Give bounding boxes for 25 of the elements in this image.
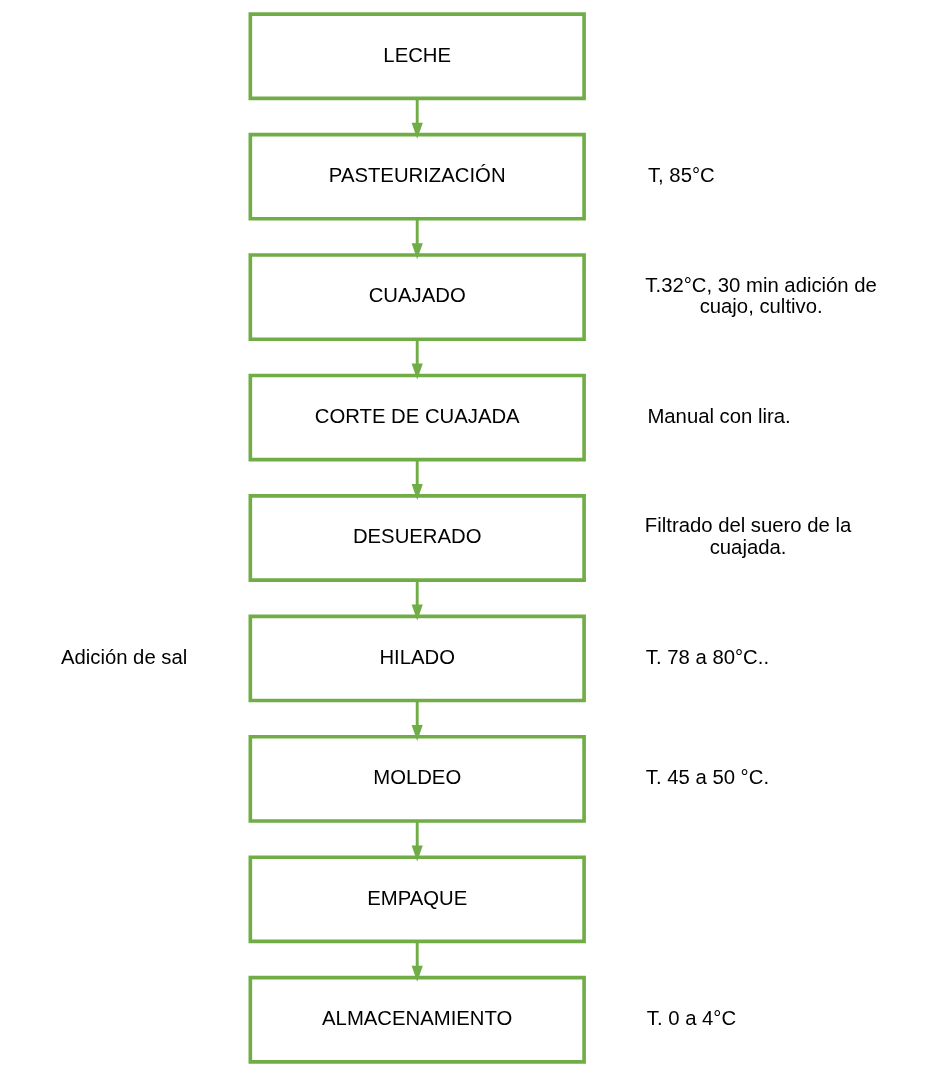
node-label: T.32°C, 30 min adición de cuajo, cultivo. <box>644 273 877 318</box>
node-label: T, 85°C <box>647 164 715 187</box>
arrow <box>411 460 423 501</box>
node-label: T. 45 a 50 °C. <box>645 766 769 789</box>
node-label: Manual con lira. <box>646 404 791 427</box>
arrow <box>411 339 423 380</box>
arrow <box>411 580 423 621</box>
node-box: CUAJADO <box>248 253 586 341</box>
node-box: HILADO <box>248 614 586 703</box>
node-label: T. 0 a 4°C <box>646 1007 736 1030</box>
node-label: Filtrado del suero de la cuajada. <box>644 514 851 559</box>
arrow <box>411 219 423 260</box>
node-label: T. 78 a 80°C.. <box>645 645 769 668</box>
node-box: MOLDEO <box>248 735 586 823</box>
node-box: DESUERADO <box>248 494 586 582</box>
arrow <box>411 821 423 862</box>
node-box: CORTE DE CUAJADA <box>248 373 586 462</box>
node-label: Adición de sal <box>60 645 187 668</box>
arrow <box>411 98 423 139</box>
node-box: PASTEURIZACIÓN <box>248 132 586 221</box>
arrow <box>411 701 423 741</box>
node-box: EMPAQUE <box>248 855 586 944</box>
node-box: LECHE <box>248 12 586 101</box>
node-box: ALMACENAMIENTO <box>248 975 586 1064</box>
arrow <box>411 941 423 982</box>
